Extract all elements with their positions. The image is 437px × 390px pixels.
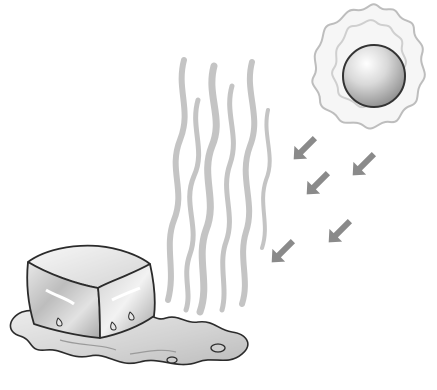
down-left-arrow-icon (265, 235, 299, 269)
steam-wisp-icon (168, 60, 270, 312)
ice-cube-icon (27, 246, 155, 338)
steam-wisp (186, 100, 199, 310)
heat-rays (265, 132, 380, 269)
down-left-arrow-icon (322, 215, 356, 249)
steam-wisp (242, 62, 254, 304)
down-left-arrow-icon (300, 167, 334, 201)
sun-icon (312, 4, 424, 128)
down-left-arrow-icon (346, 148, 380, 182)
steam-wisp (222, 86, 233, 310)
steam-wisp (262, 110, 270, 248)
down-left-arrow-icon (287, 132, 321, 166)
puddle-droplet (211, 344, 225, 352)
steam-wisp (200, 66, 216, 312)
puddle-droplet (167, 357, 177, 363)
steam-wisp (168, 60, 185, 300)
sun-disc (343, 45, 405, 107)
